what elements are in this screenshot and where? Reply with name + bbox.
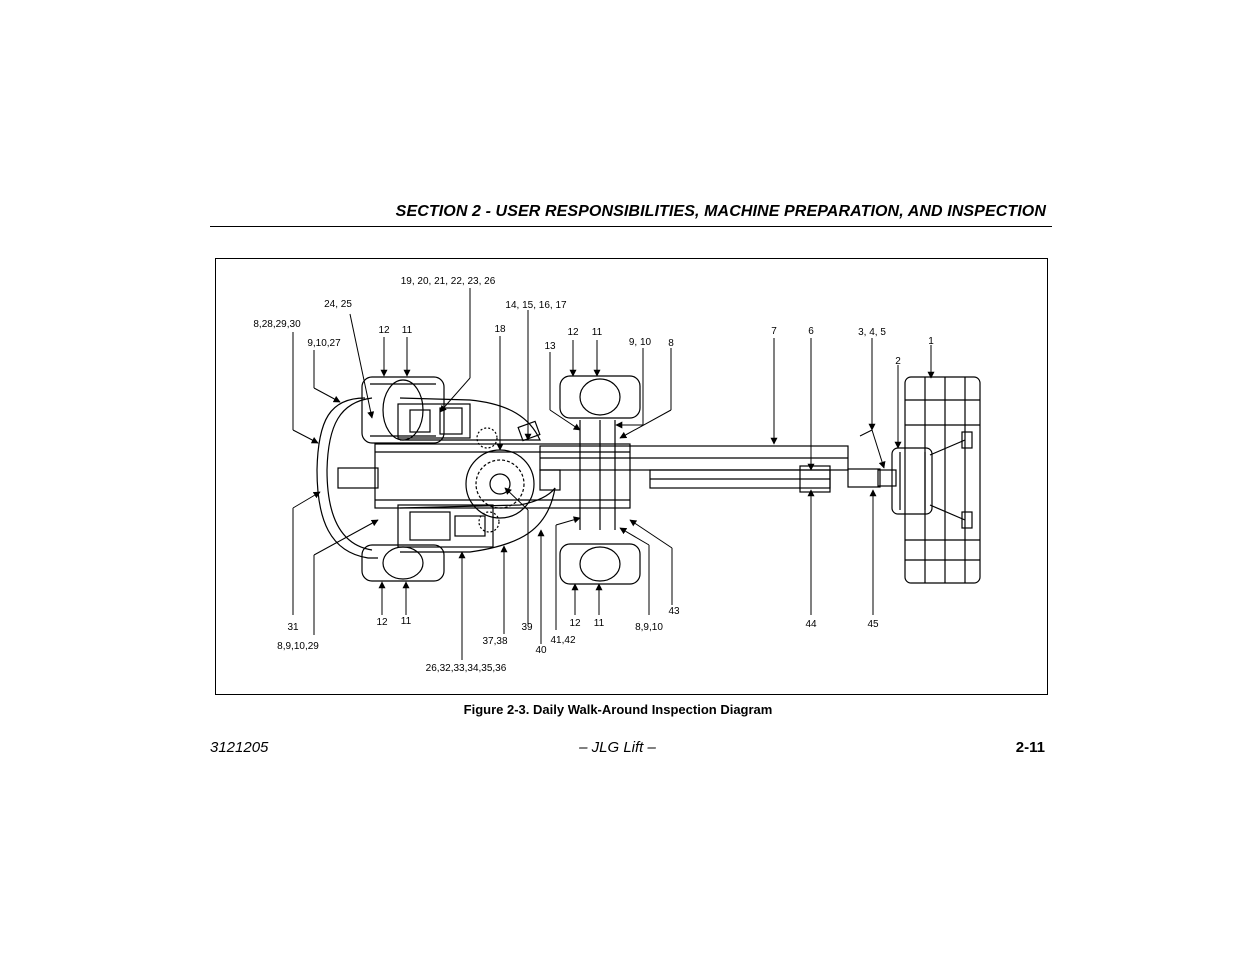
platform	[904, 376, 981, 584]
callout-40: 40	[535, 645, 547, 656]
leader-lines	[292, 288, 935, 660]
callout-14-17: 14, 15, 16, 17	[505, 300, 567, 311]
chassis-frame	[374, 443, 631, 509]
callout-39: 39	[521, 622, 533, 633]
callout-11-mid-bot: 11	[594, 618, 605, 629]
callout-11-left-bot: 11	[401, 616, 412, 627]
callout-12-mid-top: 12	[567, 327, 579, 338]
footer-publisher: – JLG Lift –	[579, 739, 656, 756]
page-number: 2-11	[1015, 739, 1045, 756]
rotator	[891, 447, 933, 515]
callout-41-42: 41,42	[550, 635, 575, 646]
callout-37-38: 37,38	[482, 636, 507, 647]
callout-45: 45	[867, 619, 879, 630]
document-number: 3121205	[210, 739, 269, 756]
figure-frame	[215, 258, 1048, 695]
callout-12-left-top: 12	[378, 325, 390, 336]
callout-12-left-bot: 12	[376, 617, 388, 628]
callout-24-25: 24, 25	[324, 299, 352, 310]
callout-18: 18	[494, 324, 506, 335]
callout-19-26: 19, 20, 21, 22, 23, 26	[401, 276, 496, 287]
callout-12-mid-bot: 12	[569, 618, 581, 629]
section-header-title: SECTION 2 - USER RESPONSIBILITIES, MACHI…	[395, 203, 1046, 220]
callout-6: 6	[808, 326, 814, 337]
figure-caption: Figure 2-3. Daily Walk-Around Inspection…	[463, 702, 773, 717]
front-left-tire	[559, 375, 641, 419]
hydraulic-hood	[399, 487, 556, 553]
rear-right-tire	[361, 544, 445, 582]
callout-26-32-36: 26,32,33,34,35,36	[426, 663, 507, 674]
callout-7: 7	[771, 326, 777, 337]
callout-11-mid-top: 11	[592, 327, 603, 338]
callout-labels: 1 2 3, 4, 5 6 7 8 9, 10 13 12 11 18 14, …	[253, 276, 934, 674]
callout-31: 31	[287, 622, 299, 633]
callout-11-left-top: 11	[402, 325, 413, 336]
engine-hood	[399, 397, 541, 441]
header-rule	[210, 226, 1052, 227]
front-right-tire	[559, 543, 641, 585]
callout-8-28-29-30: 8,28,29,30	[253, 319, 301, 330]
callout-1: 1	[928, 336, 934, 347]
callout-8-9-10-29: 8,9,10,29	[277, 641, 319, 652]
counterweight	[316, 397, 378, 559]
callout-44: 44	[805, 619, 817, 630]
callout-9-10-27: 9,10,27	[307, 338, 341, 349]
callout-8-9-10-bot: 8,9,10	[635, 622, 663, 633]
callout-2: 2	[895, 356, 901, 367]
rear-left-tire	[361, 376, 445, 444]
callout-8: 8	[668, 338, 674, 349]
callout-9-10-top: 9, 10	[629, 337, 652, 348]
callout-3-4-5: 3, 4, 5	[858, 327, 886, 338]
callout-43: 43	[668, 606, 680, 617]
callout-13: 13	[544, 341, 556, 352]
